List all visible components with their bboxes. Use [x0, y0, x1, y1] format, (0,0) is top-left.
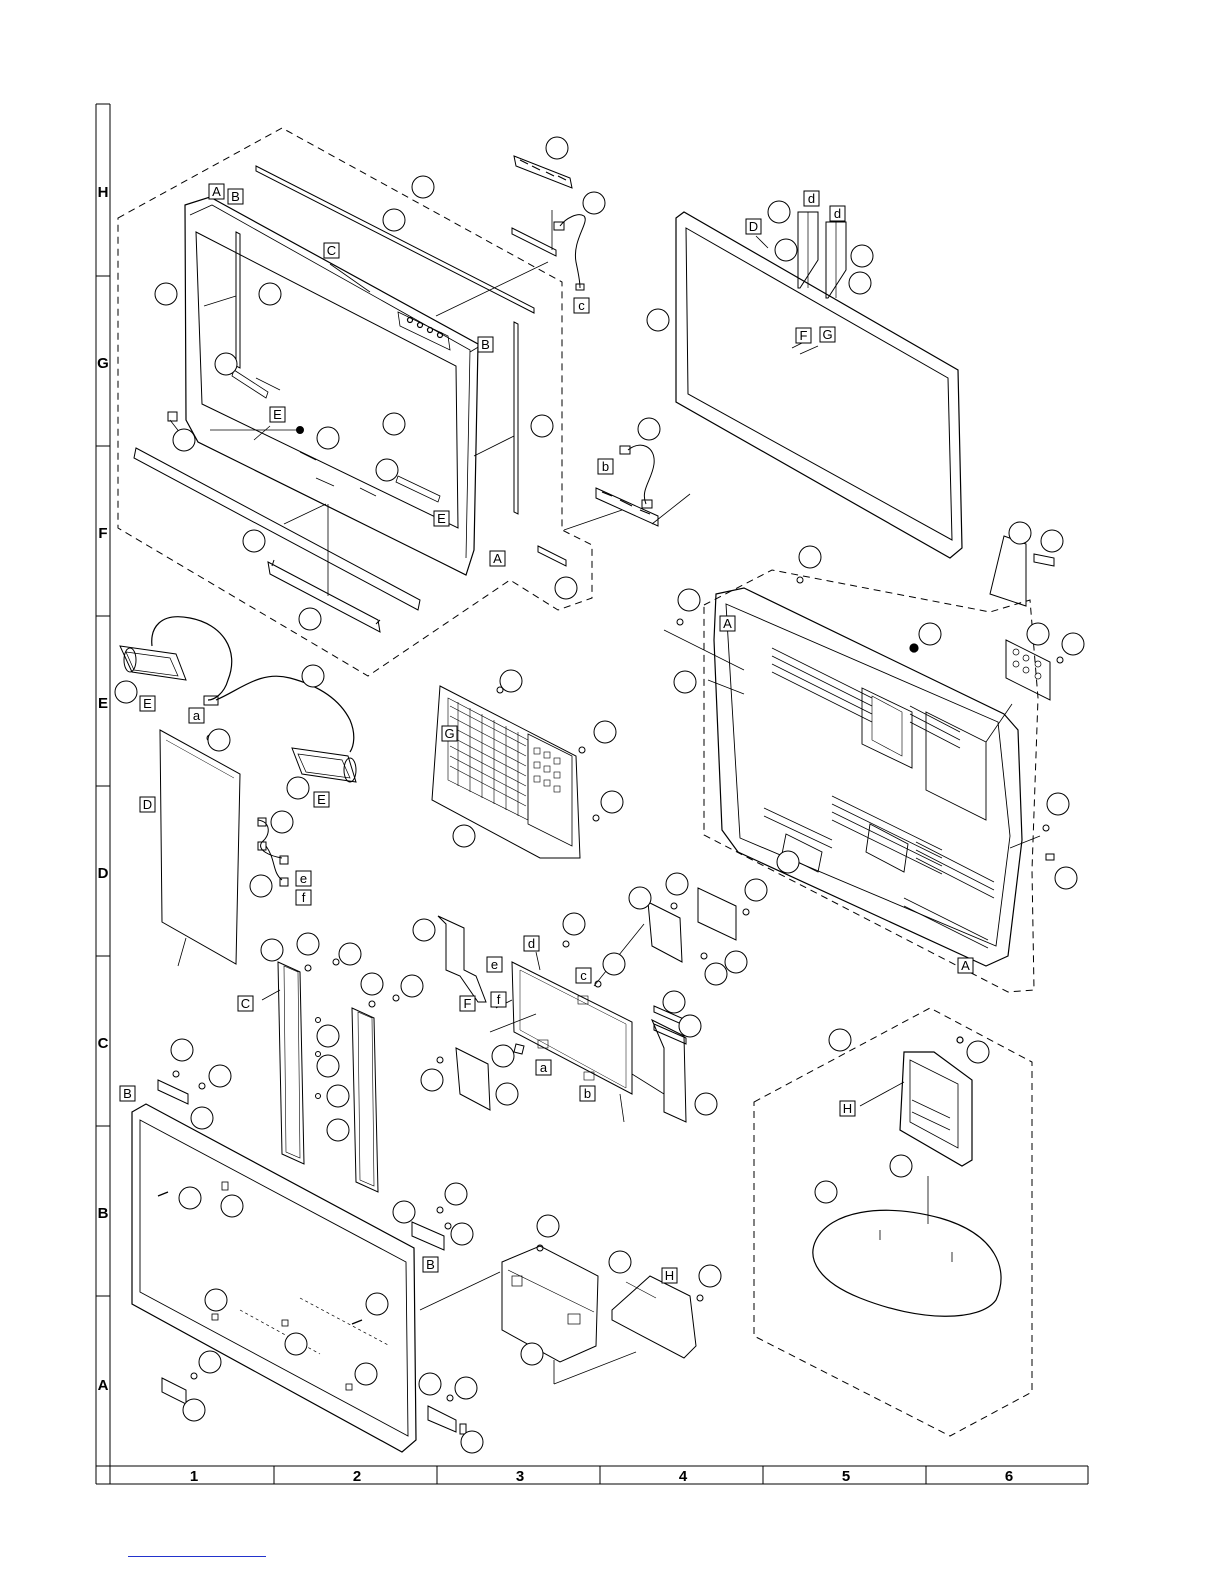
callout-text: A	[212, 184, 221, 199]
callout-boxes	[120, 184, 973, 1283]
callout-text: b	[584, 1086, 591, 1101]
callout-text: f	[497, 992, 501, 1007]
lcd-panel	[676, 212, 962, 558]
callout-text: a	[193, 708, 201, 723]
row-label: F	[98, 525, 107, 542]
column-label: 2	[353, 1468, 361, 1485]
column-label: 1	[190, 1468, 198, 1485]
callout-text: B	[481, 337, 490, 352]
column-label: 6	[1005, 1468, 1013, 1485]
callout-text: A	[961, 958, 970, 973]
row-label: C	[98, 1035, 109, 1052]
callout-text: c	[578, 298, 585, 313]
grid-frame	[96, 104, 1088, 1484]
row-label: B	[98, 1205, 109, 1222]
terminal-brackets	[420, 1245, 703, 1384]
row-label: D	[98, 865, 109, 882]
callout-text: E	[437, 511, 446, 526]
callout-text: e	[300, 871, 307, 886]
callout-text: G	[444, 726, 454, 741]
row-label: E	[98, 695, 108, 712]
dashed-group-outlines	[118, 128, 1038, 1436]
callout-text: d	[834, 206, 841, 221]
stand	[813, 1037, 1001, 1316]
callout-texts: A B C B E E A c b D d d F G A E a E G D …	[123, 184, 970, 1283]
callout-text: B	[123, 1086, 132, 1101]
callout-text: A	[493, 551, 502, 566]
callout-text: G	[822, 327, 832, 342]
front-cabinet-group-outline	[118, 128, 592, 676]
rear-cabinet	[714, 588, 1022, 966]
rear-cabinet-small-parts	[677, 536, 1063, 860]
callout-text: c	[580, 968, 587, 983]
callout-text: C	[241, 996, 250, 1011]
callout-text: e	[491, 957, 498, 972]
callout-text: f	[302, 890, 306, 905]
stand-group-outline	[754, 1008, 1032, 1436]
callout-text: D	[749, 219, 758, 234]
callout-text: E	[317, 792, 326, 807]
callout-text: B	[231, 189, 240, 204]
callout-text: F	[464, 996, 472, 1011]
callout-text: H	[843, 1101, 852, 1116]
callout-text: F	[800, 328, 808, 343]
callout-text: d	[808, 191, 815, 206]
rear-leader-lines	[664, 630, 1040, 848]
callout-text: d	[528, 936, 535, 951]
footer-rule	[128, 1556, 266, 1557]
callout-text: C	[327, 243, 336, 258]
callout-text: B	[426, 1257, 435, 1272]
rear-cabinet-group-outline	[704, 570, 1038, 992]
side-pcb	[160, 730, 288, 966]
callout-text: H	[665, 1268, 674, 1283]
row-label: A	[98, 1377, 109, 1394]
column-label: 3	[516, 1468, 524, 1485]
callout-text: A	[723, 616, 732, 631]
row-label: H	[98, 184, 109, 201]
callout-text: a	[540, 1060, 548, 1075]
callout-text: E	[143, 696, 152, 711]
callout-text: b	[602, 459, 609, 474]
column-labels: 1 2 3 4 5 6	[190, 1468, 1013, 1485]
callout-text: E	[273, 407, 282, 422]
reference-circles	[115, 137, 1084, 1453]
column-label: 4	[679, 1468, 688, 1485]
callout-text: D	[143, 797, 152, 812]
row-labels: H G F E D C B A	[97, 184, 109, 1394]
row-label: G	[97, 355, 109, 372]
column-label: 5	[842, 1468, 850, 1485]
